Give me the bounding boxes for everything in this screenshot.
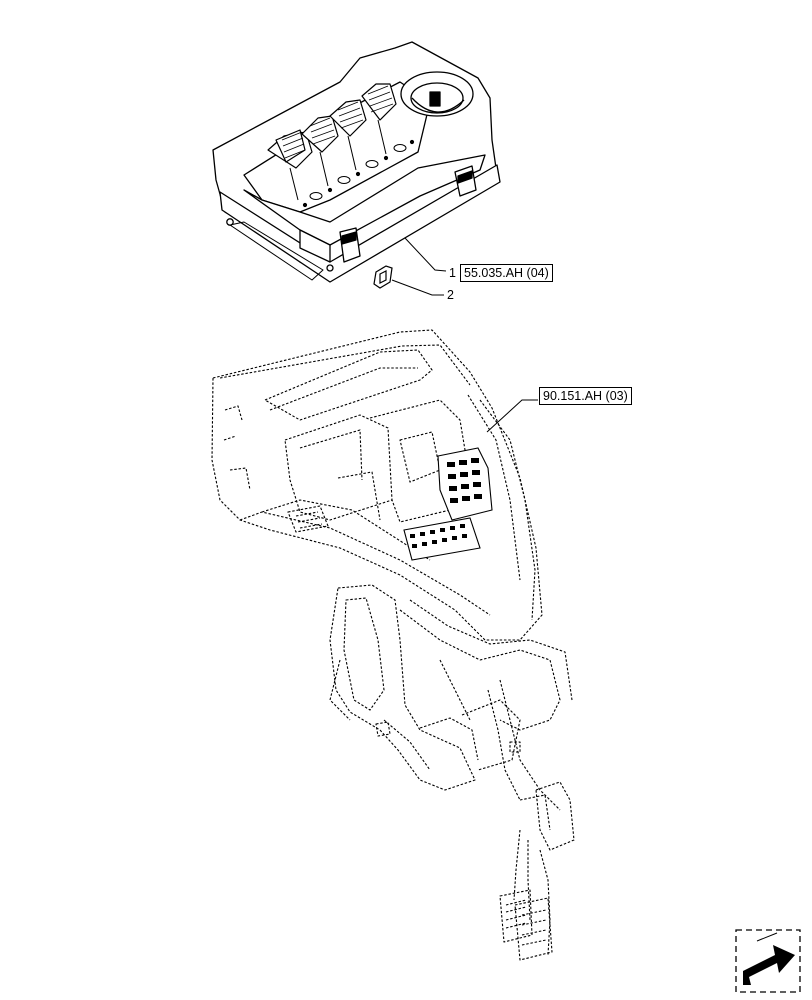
- reference-box-55035[interactable]: 55.035.AH (04): [460, 264, 553, 282]
- fuse-relay-block: [403, 447, 493, 561]
- callout-leaders: [391, 237, 538, 433]
- callout-number-2: 2: [447, 288, 454, 302]
- console-buttons: [302, 139, 415, 208]
- console-frame-harness: [211, 329, 575, 961]
- reference-box-90151[interactable]: 90.151.AH (03): [539, 387, 632, 405]
- return-arrow-icon[interactable]: [733, 927, 803, 995]
- control-levers: [267, 83, 397, 201]
- clip-part: [373, 265, 393, 289]
- console-cover-part: [212, 41, 501, 283]
- callout-number-1: 1: [449, 266, 456, 280]
